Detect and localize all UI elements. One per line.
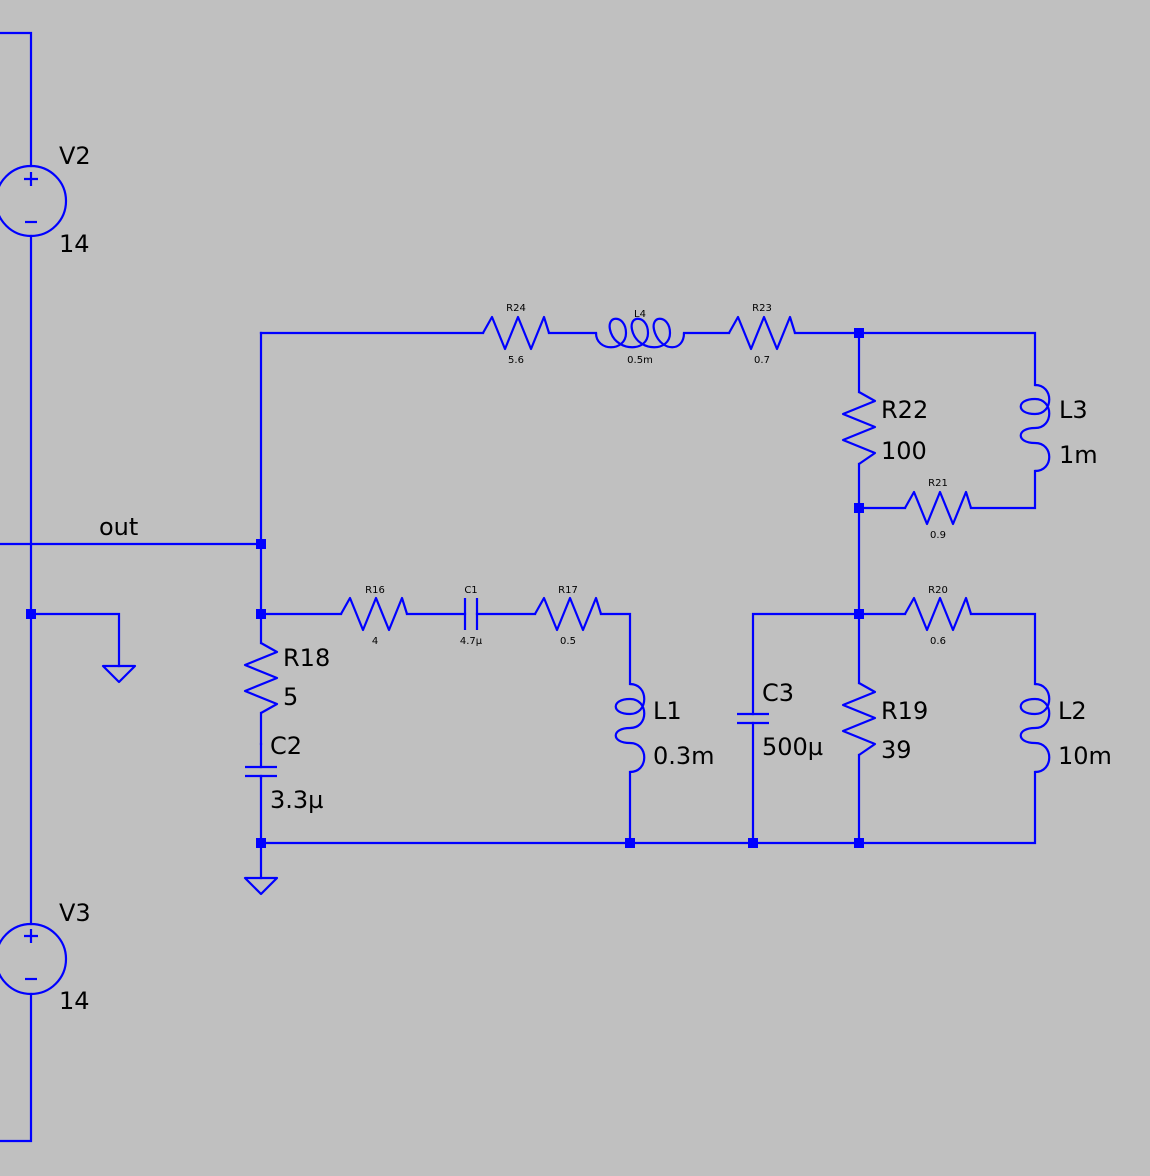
r21-name: R21 bbox=[928, 478, 948, 489]
l4-name: L4 bbox=[634, 309, 646, 320]
voltage-source-v3[interactable]: V3 14 bbox=[0, 899, 91, 1015]
r16-value: 4 bbox=[372, 636, 378, 647]
r18-name: R18 bbox=[283, 644, 330, 672]
l3-name: L3 bbox=[1059, 396, 1088, 424]
inductor-l2[interactable]: L2 10m bbox=[1019, 682, 1112, 774]
resistor-r19[interactable]: R19 39 bbox=[841, 682, 928, 764]
net-label-out: out bbox=[99, 513, 138, 541]
r19-value: 39 bbox=[881, 736, 912, 764]
v3-name: V3 bbox=[59, 899, 91, 927]
resistor-r21[interactable]: R21 0.9 bbox=[904, 478, 973, 541]
r23-value: 0.7 bbox=[754, 355, 770, 366]
ground-symbol-left bbox=[243, 876, 279, 896]
capacitor-c3[interactable]: C3 500µ bbox=[737, 679, 823, 761]
l2-value: 10m bbox=[1058, 742, 1112, 770]
l1-value: 0.3m bbox=[653, 742, 715, 770]
c1-name: C1 bbox=[464, 585, 477, 596]
r23-name: R23 bbox=[752, 303, 772, 314]
resistor-r20[interactable]: R20 0.6 bbox=[904, 585, 973, 647]
r21-value: 0.9 bbox=[930, 530, 946, 541]
l4-value: 0.5m bbox=[627, 355, 653, 366]
r20-value: 0.6 bbox=[930, 636, 946, 647]
r22-value: 100 bbox=[881, 437, 927, 465]
v2-name: V2 bbox=[59, 142, 91, 170]
v3-value: 14 bbox=[59, 987, 90, 1015]
capacitor-c2[interactable]: C2 3.3µ bbox=[245, 732, 323, 814]
resistor-r22[interactable]: R22 100 bbox=[841, 391, 928, 465]
r24-value: 5.6 bbox=[508, 355, 524, 366]
resistor-r24[interactable]: R24 5.6 bbox=[482, 303, 551, 366]
resistor-r18[interactable]: R18 5 bbox=[243, 642, 330, 714]
r22-name: R22 bbox=[881, 396, 928, 424]
resistor-r16[interactable]: R16 4 bbox=[340, 585, 409, 647]
inductor-l1[interactable]: L1 0.3m bbox=[614, 682, 715, 774]
inductor-l4[interactable]: L4 0.5m bbox=[594, 309, 686, 366]
r24-name: R24 bbox=[506, 303, 526, 314]
capacitor-c1[interactable]: C1 4.7µ bbox=[460, 585, 483, 647]
c2-value: 3.3µ bbox=[270, 786, 323, 814]
c3-name: C3 bbox=[762, 679, 794, 707]
ground-symbol-rail bbox=[101, 664, 137, 684]
r19-name: R19 bbox=[881, 697, 928, 725]
v2-value: 14 bbox=[59, 230, 90, 258]
l2-name: L2 bbox=[1058, 697, 1087, 725]
r17-name: R17 bbox=[558, 585, 578, 596]
resistor-r23[interactable]: R23 0.7 bbox=[728, 303, 797, 366]
junction-nodes bbox=[26, 328, 864, 848]
r18-value: 5 bbox=[283, 683, 298, 711]
r16-name: R16 bbox=[365, 585, 385, 596]
l1-name: L1 bbox=[653, 697, 682, 725]
l3-value: 1m bbox=[1059, 441, 1098, 469]
r17-value: 0.5 bbox=[560, 636, 576, 647]
voltage-source-v2[interactable]: V2 14 bbox=[0, 142, 91, 258]
inductor-l3[interactable]: L3 1m bbox=[1019, 383, 1098, 473]
wires bbox=[0, 31, 1037, 1143]
c1-value: 4.7µ bbox=[460, 636, 483, 647]
resistor-r17[interactable]: R17 0.5 bbox=[534, 585, 603, 647]
r20-name: R20 bbox=[928, 585, 948, 596]
c3-value: 500µ bbox=[762, 733, 823, 761]
c2-name: C2 bbox=[270, 732, 302, 760]
